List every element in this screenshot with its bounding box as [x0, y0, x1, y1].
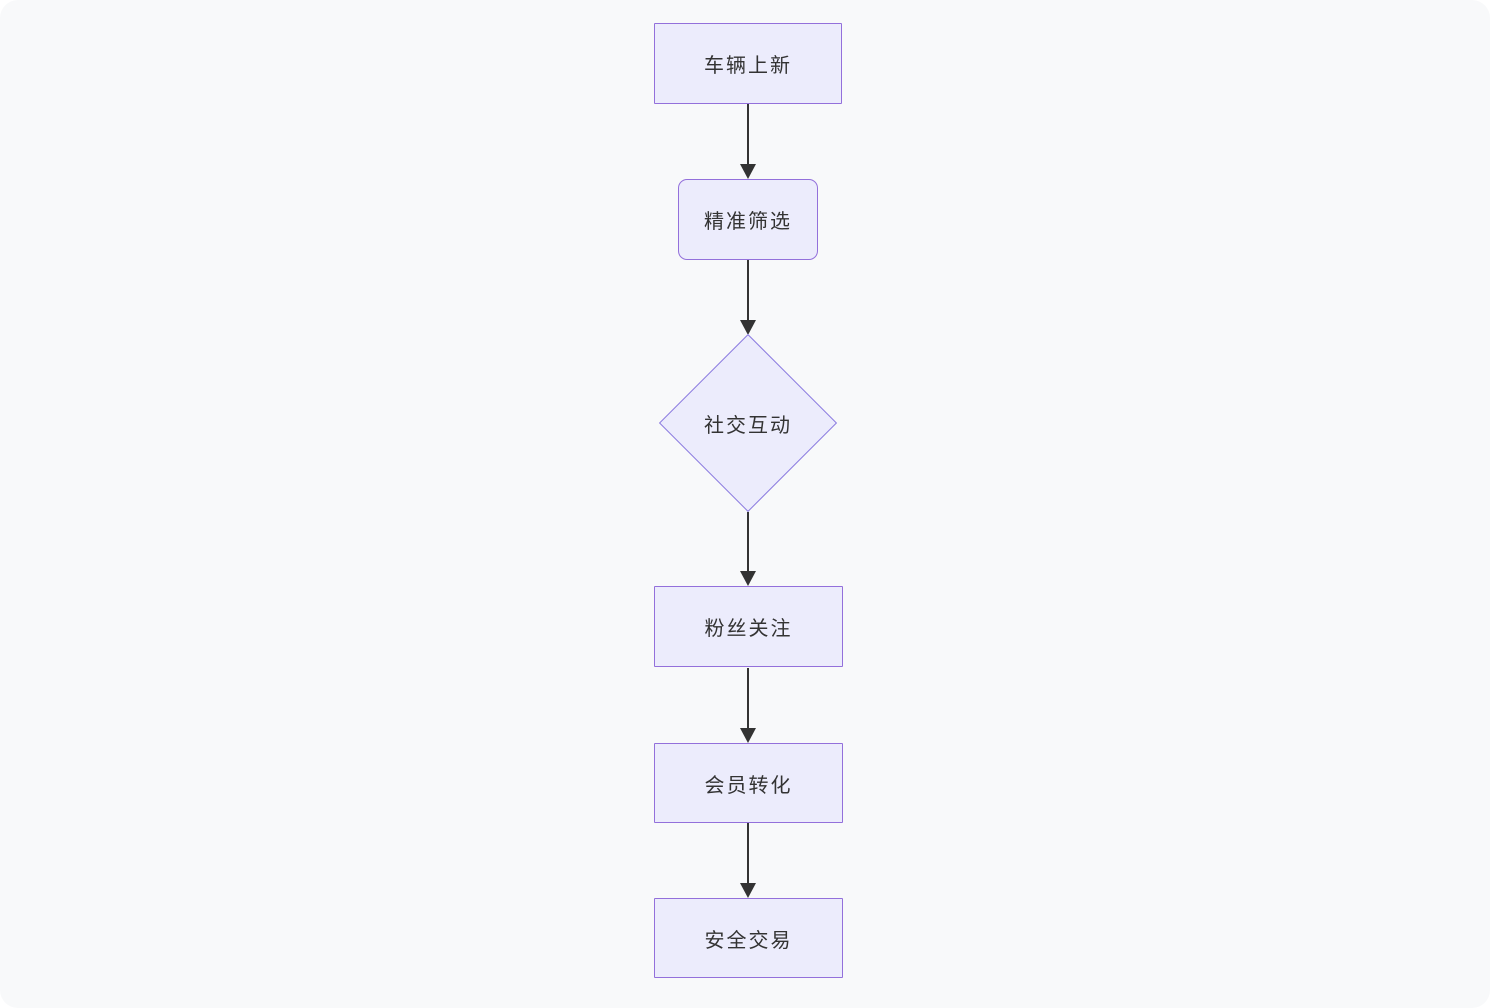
flowchart-node-vehicle-listing[interactable]: 车辆上新 [654, 23, 842, 104]
flowchart-node-member-conversion[interactable]: 会员转化 [654, 743, 843, 823]
arrowhead-icon [740, 571, 756, 586]
flowchart-node-fan-follow[interactable]: 粉丝关注 [654, 586, 843, 667]
node-label: 安全交易 [704, 929, 793, 952]
arrowhead-icon [740, 320, 756, 335]
arrow-line [747, 512, 749, 571]
flow-arrow-4 [739, 668, 757, 743]
flow-arrow-1 [739, 104, 757, 179]
arrow-line [747, 260, 749, 320]
arrow-line [747, 104, 749, 164]
flow-arrow-3 [739, 512, 757, 586]
arrow-line [747, 668, 749, 728]
arrow-line [747, 823, 749, 883]
node-label: 精准筛选 [704, 211, 792, 233]
arrowhead-icon [740, 164, 756, 179]
arrowhead-icon [740, 883, 756, 898]
flowchart-node-precise-filtering[interactable]: 精准筛选 [678, 179, 818, 260]
node-label: 社交互动 [704, 415, 792, 437]
node-label: 车辆上新 [704, 55, 792, 77]
flowchart-node-safe-transaction[interactable]: 安全交易 [654, 898, 843, 978]
flow-arrow-5 [739, 823, 757, 898]
node-label: 会员转化 [704, 774, 793, 797]
node-label: 粉丝关注 [704, 618, 793, 640]
flow-arrow-2 [739, 260, 757, 335]
arrowhead-icon [740, 728, 756, 743]
